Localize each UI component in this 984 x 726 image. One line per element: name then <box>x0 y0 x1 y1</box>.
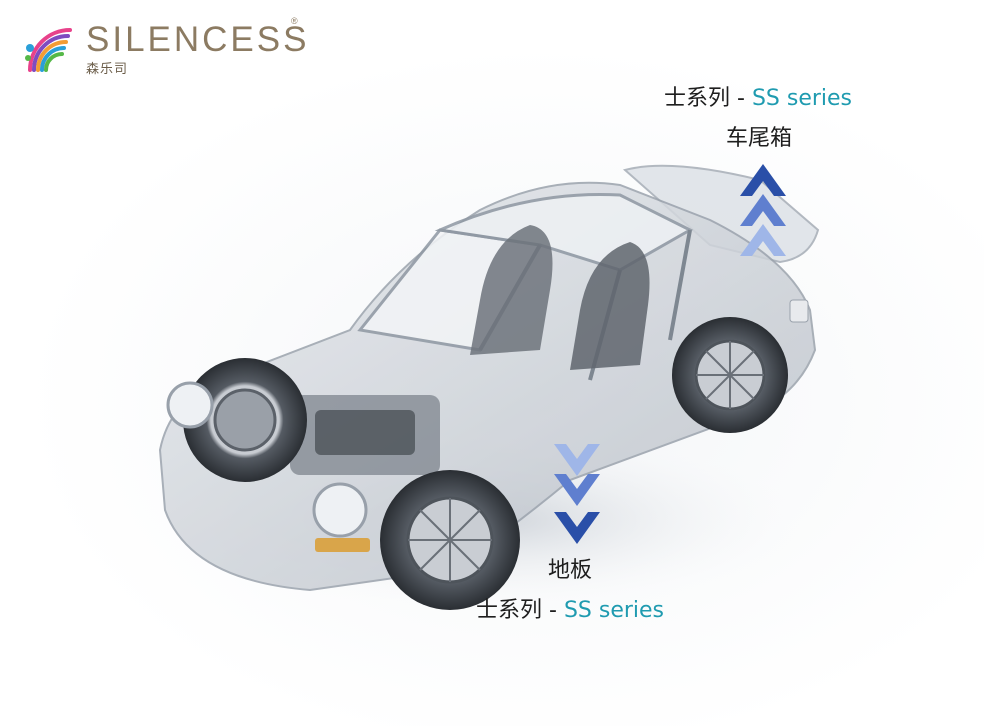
trunk-series-cn: 士系列 - <box>664 86 752 111</box>
brand-logo: SILENCESS ® 森乐司 <box>20 14 310 80</box>
floor-series-cn: 士系列 - <box>476 598 564 623</box>
trunk-series-en: SS series <box>751 86 853 111</box>
floor-series-label: 士系列 - SS series <box>476 598 664 624</box>
trunk-series-label: 士系列 - SS series <box>664 86 852 112</box>
brand-chinese-name: 森乐司 <box>86 62 129 77</box>
registered-mark: ® <box>291 16 298 26</box>
floor-name-label: 地板 <box>548 558 593 583</box>
floor-series-en: SS series <box>563 598 665 623</box>
trunk-name-label: 车尾箱 <box>726 126 793 151</box>
triple-chevron-up-icon <box>740 164 786 256</box>
transparent-car-illustration <box>158 164 820 615</box>
brand-wordmark: SILENCESS <box>86 20 310 59</box>
sound-wave-logo-icon <box>25 28 72 72</box>
triple-chevron-down-icon <box>554 444 600 544</box>
